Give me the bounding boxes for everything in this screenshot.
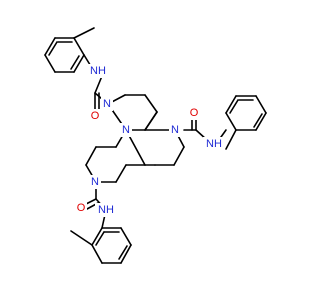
ring-nitrogen-top-label: N (103, 98, 111, 110)
right-methyl-bond (225, 129, 237, 150)
top-methyl-bond (73, 27, 95, 39)
right-tolyl-ring (225, 95, 267, 131)
carbonyl-oxygen-right-label: O (190, 107, 199, 119)
bottom-tolyl-ring (91, 227, 132, 264)
amide-nh-right-label: NH (206, 138, 222, 150)
ring-nitrogen-bottom-label: N (91, 176, 99, 188)
carbonyl-oxygen-bottom-label: O (77, 202, 86, 214)
amide-nh-top-label: NH (90, 65, 106, 77)
ring-nitrogen-right-label: N (171, 124, 179, 136)
amide-nh-bottom-label: NH (98, 204, 114, 216)
tricyclic-core (85, 94, 185, 183)
carbonyl-oxygen-top-label: O (91, 110, 100, 122)
top-tolyl-ring (44, 37, 85, 73)
molecule-structure: N N N N NH NH NH O O O (44, 27, 267, 264)
ring-nitrogen-center-label: N (122, 124, 130, 136)
bottom-methyl-bond (70, 230, 93, 246)
